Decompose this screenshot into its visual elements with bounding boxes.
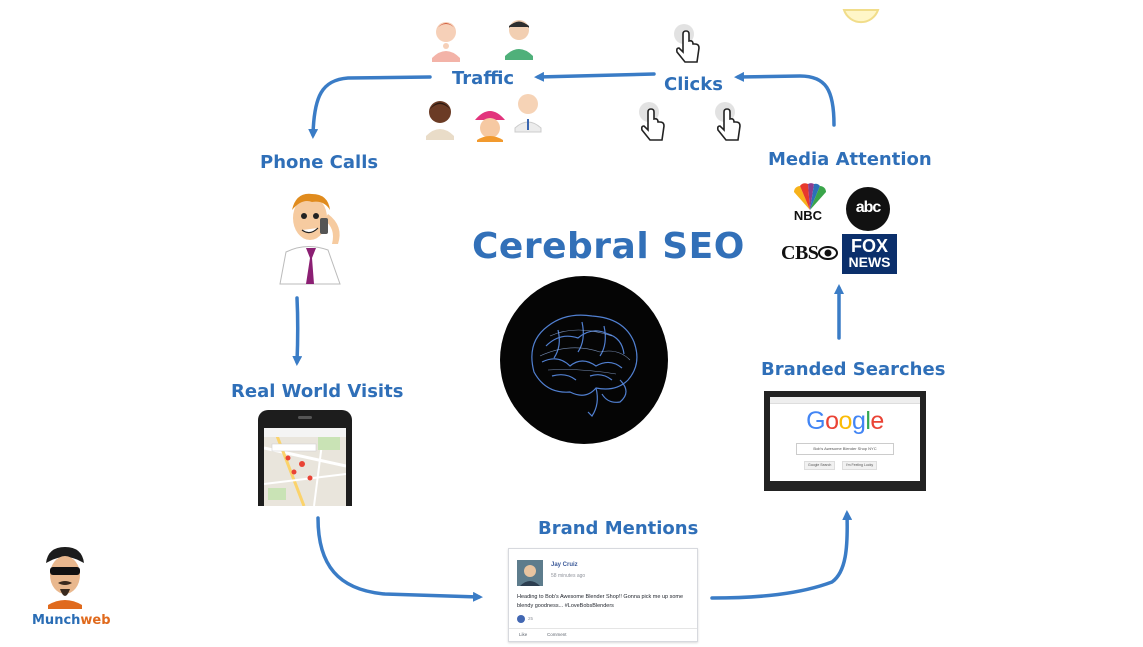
- feeling-lucky-button[interactable]: I'm Feeling Lucky: [842, 461, 878, 470]
- phone-screen: [264, 428, 346, 506]
- nbc-logo-text: NBC: [793, 208, 823, 223]
- phone-camera: [298, 416, 312, 419]
- hand-pointer-icon: [674, 24, 700, 63]
- google-search-button[interactable]: Google Search: [804, 461, 836, 470]
- person-icon: [432, 22, 460, 62]
- sun-icon: [842, 9, 880, 24]
- cbs-eye-icon: [818, 246, 839, 260]
- cbs-logo: CBS: [781, 242, 839, 265]
- post-actions-bar: Like Comment: [509, 628, 697, 641]
- cbs-logo-text: CBS: [781, 242, 819, 264]
- like-button[interactable]: Like: [519, 632, 528, 637]
- window-titlebar: [770, 397, 920, 404]
- post-text: Heading to Bob's Awesome Blender Shop!! …: [517, 594, 684, 609]
- page-title: Cerebral SEO: [472, 226, 745, 267]
- hand-pointer-icon: [639, 102, 665, 141]
- node-branded-searches: Branded Searches: [761, 359, 946, 380]
- hand-pointer-icon: [715, 102, 741, 141]
- arrow-media-to-clicks: [734, 71, 836, 127]
- map-icon: [264, 428, 346, 506]
- avatar: [517, 560, 543, 586]
- comment-button[interactable]: Comment: [547, 632, 567, 637]
- munchweb-logo-part2: web: [80, 613, 111, 628]
- person-icon: [505, 20, 533, 60]
- search-input[interactable]: Bob's Awesome Blender Shop NYC: [796, 443, 894, 455]
- munchweb-logo-part1: Munch: [32, 613, 81, 628]
- person-icon: [426, 101, 454, 140]
- google-logo: Google: [806, 407, 884, 435]
- node-brand-mentions: Brand Mentions: [538, 518, 699, 539]
- traffic-people-group: [426, 20, 542, 142]
- node-real-world-visits: Real World Visits: [231, 381, 404, 402]
- brain-icon: [500, 276, 668, 444]
- person-icon: [475, 111, 505, 142]
- reaction-count: 25: [528, 616, 534, 621]
- arrow-mentions-to-searches: [710, 510, 853, 600]
- social-post-card: Jay Cruiz 58 minutes ago Heading to Bob'…: [508, 548, 698, 642]
- fox-logo-line1: FOX: [850, 236, 888, 256]
- node-traffic: Traffic: [452, 68, 515, 89]
- like-reaction-icon: [517, 615, 525, 623]
- node-phone-calls: Phone Calls: [260, 152, 379, 173]
- post-author[interactable]: Jay Cruiz: [551, 562, 578, 568]
- nbc-peacock-icon: [794, 183, 826, 210]
- abc-logo: abc: [846, 187, 890, 231]
- person-icon: [514, 94, 542, 133]
- post-timestamp: 58 minutes ago: [551, 573, 586, 579]
- node-media-attention: Media Attention: [768, 149, 932, 170]
- phone-map-image: [258, 410, 352, 506]
- phone-call-person-icon: [279, 193, 341, 285]
- munchweb-mascot-icon: [46, 547, 84, 609]
- arrow-visits-to-mentions: [316, 516, 483, 602]
- google-search-window: Google Bob's Awesome Blender Shop NYC Go…: [764, 391, 926, 491]
- fox-news-logo: FOX NEWS: [842, 234, 897, 274]
- arrow-clicks-to-traffic: [534, 71, 656, 82]
- munchweb-logo-text: Munchweb: [32, 613, 111, 628]
- fox-logo-line2: NEWS: [848, 254, 891, 270]
- arrow-phone-to-visits: [292, 296, 303, 366]
- arrow-traffic-to-phone: [308, 75, 432, 139]
- clicks-hand-group: [639, 24, 741, 141]
- node-clicks: Clicks: [664, 74, 723, 95]
